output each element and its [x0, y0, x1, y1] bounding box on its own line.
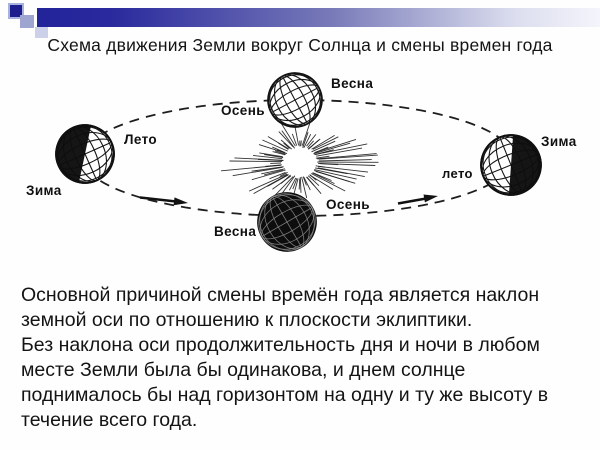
orbit-direction-arrow-right	[397, 194, 438, 205]
label-summer-left: Лето	[124, 132, 157, 147]
label-spring-bottom: Весна	[214, 224, 256, 239]
earth-globe-right	[480, 134, 542, 196]
label-spring-top: Весна	[331, 76, 373, 91]
header-square-light-icon	[35, 27, 48, 38]
body-line: течение всего года.	[21, 409, 198, 431]
earth-globe-top	[267, 72, 323, 128]
body-line: поднималось бы над горизонтом на одну и …	[21, 384, 549, 406]
slide-title: Схема движения Земли вокруг Солнца и сме…	[47, 35, 553, 55]
sun-icon	[221, 120, 379, 201]
label-autumn-bottom: Осень	[326, 197, 370, 212]
body-text: Основной причиной смены времён года явля…	[21, 283, 595, 433]
body-line: Основной причиной смены времён года явля…	[21, 284, 540, 306]
label-summer-right: лето	[442, 166, 473, 181]
label-autumn-top: Осень	[221, 103, 265, 118]
earth-globe-bottom	[257, 192, 317, 252]
label-winter-right: Зима	[541, 134, 577, 149]
label-winter-left: Зима	[26, 183, 62, 198]
header-gradient-bar	[37, 8, 600, 27]
body-line: Без наклона оси продолжительность дня и …	[21, 334, 540, 356]
earth-globe-left	[55, 124, 115, 184]
earth-orbit-diagram: Осень Весна Лето Зима Зима лето Осень Ве…	[26, 72, 577, 252]
body-line: земной оси по отношению к плоскости экли…	[21, 309, 473, 331]
orbit-direction-arrow-left	[139, 196, 188, 206]
body-line: месте Земли была бы одинакова, и днем со…	[21, 359, 466, 381]
header-square-mid-icon	[20, 15, 34, 28]
